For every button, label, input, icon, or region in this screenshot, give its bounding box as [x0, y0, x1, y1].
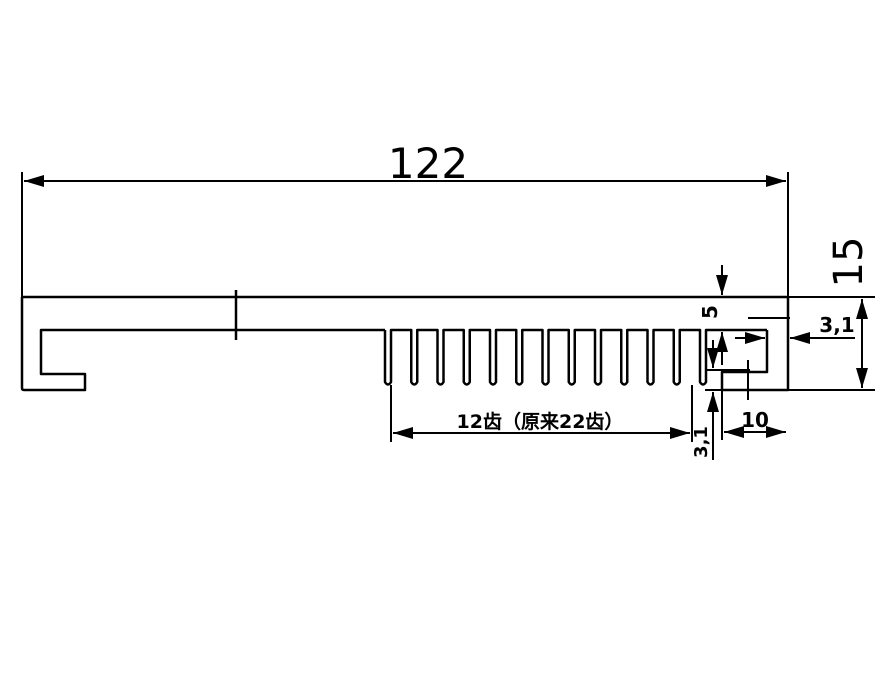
dim-3-1-gap-label: 3,1: [691, 426, 712, 458]
dim-3-1-right-label: 3,1: [819, 313, 854, 337]
dimension-overall-height: 15: [788, 237, 875, 391]
dimension-right-width: 10: [721, 360, 786, 440]
heatsink-fins: [383, 328, 767, 386]
dimension-fin-span: 12齿（原来22齿）: [390, 385, 693, 442]
dim-5-label: 5: [698, 305, 722, 319]
dimension-right-slot: 3,1: [735, 313, 855, 344]
dim-15-label: 15: [826, 237, 872, 288]
dimension-overall-width: 122: [21, 139, 789, 297]
dimension-top-wall: 5: [698, 265, 728, 365]
dim-122-label: 122: [388, 139, 468, 188]
dimension-fin-gap: 3,1: [691, 340, 750, 460]
dim-10-label: 10: [741, 408, 769, 432]
extrusion-profile: [20, 290, 790, 392]
fin-note-label: 12齿（原来22齿）: [457, 410, 624, 433]
